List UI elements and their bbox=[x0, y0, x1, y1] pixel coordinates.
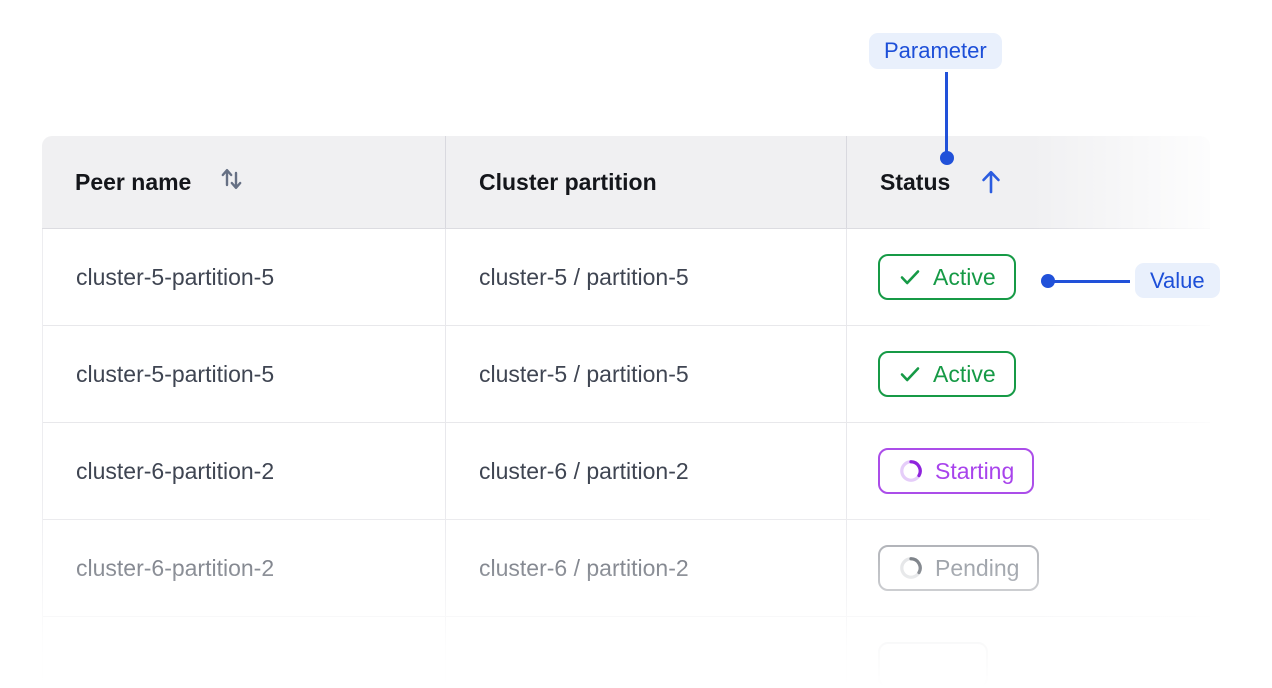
column-label: Status bbox=[880, 168, 951, 195]
status-label: Starting bbox=[935, 457, 1015, 484]
check-icon bbox=[900, 367, 920, 382]
table-row bbox=[43, 617, 1210, 688]
column-header-status[interactable]: Status bbox=[847, 136, 1210, 228]
status-label: Active bbox=[933, 360, 996, 387]
table-row: cluster-6-partition-2 cluster-6 / partit… bbox=[43, 520, 1210, 617]
table-row: cluster-5-partition-5 cluster-5 / partit… bbox=[43, 229, 1210, 326]
peers-table: Peer name Cluster partition Status bbox=[42, 136, 1210, 688]
spinner-icon bbox=[900, 460, 922, 482]
cell-cluster-partition: cluster-5 / partition-5 bbox=[446, 229, 847, 325]
cell-peer-name bbox=[43, 617, 446, 688]
cell-status bbox=[847, 617, 1210, 688]
parameter-annotation-badge: Parameter bbox=[869, 33, 1002, 69]
parameter-connector-dot bbox=[940, 151, 954, 165]
up-down-arrows-icon[interactable] bbox=[217, 164, 247, 200]
value-connector-line bbox=[1053, 280, 1130, 283]
cell-cluster-partition bbox=[446, 617, 847, 688]
spinner-icon bbox=[900, 557, 922, 579]
status-badge bbox=[878, 642, 988, 688]
cell-peer-name: cluster-5-partition-5 bbox=[43, 229, 446, 325]
cell-cluster-partition: cluster-6 / partition-2 bbox=[446, 520, 847, 616]
parameter-connector-line bbox=[945, 72, 948, 153]
check-icon bbox=[900, 270, 920, 285]
status-label: Pending bbox=[935, 554, 1020, 581]
cell-status: Active bbox=[847, 229, 1210, 325]
status-badge: Starting bbox=[878, 448, 1035, 494]
cell-cluster-partition: cluster-5 / partition-5 bbox=[446, 326, 847, 422]
arrow-up-icon[interactable] bbox=[976, 167, 1006, 197]
table-row: cluster-6-partition-2 cluster-6 / partit… bbox=[43, 423, 1210, 520]
column-label: Cluster partition bbox=[479, 168, 657, 195]
cell-peer-name: cluster-6-partition-2 bbox=[43, 423, 446, 519]
cell-peer-name: cluster-5-partition-5 bbox=[43, 326, 446, 422]
cell-peer-name: cluster-6-partition-2 bbox=[43, 520, 446, 616]
column-label: Peer name bbox=[75, 168, 192, 195]
column-header-peer-name[interactable]: Peer name bbox=[42, 136, 446, 228]
status-badge: Pending bbox=[878, 545, 1040, 591]
status-badge: Active bbox=[878, 351, 1016, 397]
table-body: cluster-5-partition-5 cluster-5 / partit… bbox=[42, 229, 1210, 688]
cell-status: Pending bbox=[847, 520, 1210, 616]
table-row: cluster-5-partition-5 cluster-5 / partit… bbox=[43, 326, 1210, 423]
cell-cluster-partition: cluster-6 / partition-2 bbox=[446, 423, 847, 519]
value-annotation-badge: Value bbox=[1135, 263, 1220, 298]
cell-status: Starting bbox=[847, 423, 1210, 519]
status-label: Active bbox=[933, 263, 996, 290]
table-header-row: Peer name Cluster partition Status bbox=[42, 136, 1210, 229]
column-header-cluster-partition[interactable]: Cluster partition bbox=[446, 136, 847, 228]
cell-status: Active bbox=[847, 326, 1210, 422]
status-badge: Active bbox=[878, 254, 1016, 300]
